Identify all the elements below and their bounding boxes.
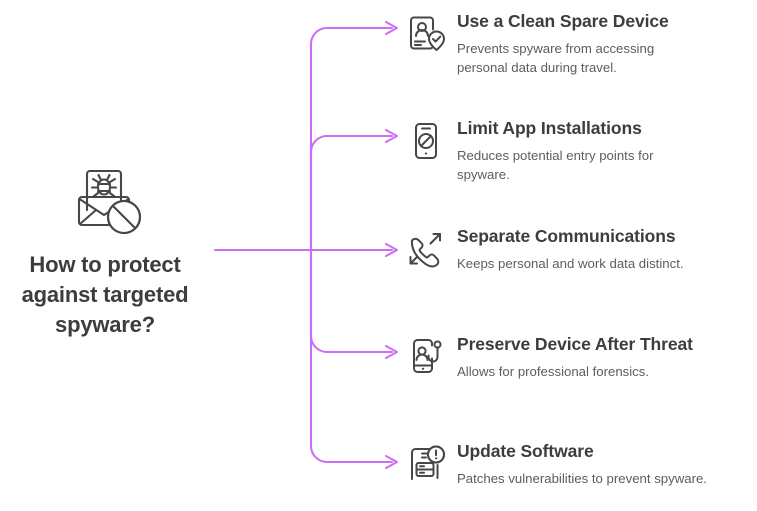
branch-heading: Separate Communications [457, 226, 676, 246]
connector-arrowheads [384, 20, 399, 470]
branch-item[interactable]: Separate Communications Keeps personal a… [403, 225, 757, 273]
branch-description: Reduces potential entry points for spywa… [457, 148, 654, 182]
branch-heading: Update Software [457, 441, 594, 461]
branch-item[interactable]: Use a Clean Spare Device Prevents spywar… [403, 10, 757, 77]
branch-heading: Limit App Installations [457, 118, 642, 138]
connector-branch-1 [309, 134, 394, 252]
branch-heading: Preserve Device After Threat [457, 334, 693, 354]
branch-text: Limit App Installations Reduces potentia… [449, 117, 757, 184]
branch-text: Separate Communications Keeps personal a… [449, 225, 757, 273]
phone-handset-arrows-icon [403, 227, 449, 271]
branch-description: Patches vulnerabilities to prevent spywa… [457, 471, 707, 486]
branch-heading: Use a Clean Spare Device [457, 11, 669, 31]
branch-description: Prevents spyware from accessing personal… [457, 41, 655, 75]
branch-item[interactable]: Update Software Patches vulnerabilities … [403, 440, 757, 488]
smartphone-blocked-icon [403, 119, 449, 163]
connector-branch-4 [309, 248, 394, 464]
id-card-person-verified-icon [403, 12, 449, 56]
spyware-email-blocked-icon [0, 160, 210, 238]
connector-branch-0 [309, 26, 394, 252]
smartphone-person-hook-icon [403, 335, 449, 379]
branch-item[interactable]: Limit App Installations Reduces potentia… [403, 117, 757, 184]
connector-branch-3 [309, 248, 394, 354]
branch-item[interactable]: Preserve Device After Threat Allows for … [403, 333, 757, 381]
document-alert-icon [403, 442, 449, 486]
branch-description: Keeps personal and work data distinct. [457, 256, 684, 271]
branch-text: Preserve Device After Threat Allows for … [449, 333, 757, 381]
branch-description: Allows for professional forensics. [457, 364, 650, 379]
root-node: How to protect against targeted spyware? [0, 160, 210, 340]
branch-text: Use a Clean Spare Device Prevents spywar… [449, 10, 757, 77]
root-title: How to protect against targeted spyware? [21, 252, 189, 337]
branch-text: Update Software Patches vulnerabilities … [449, 440, 757, 488]
